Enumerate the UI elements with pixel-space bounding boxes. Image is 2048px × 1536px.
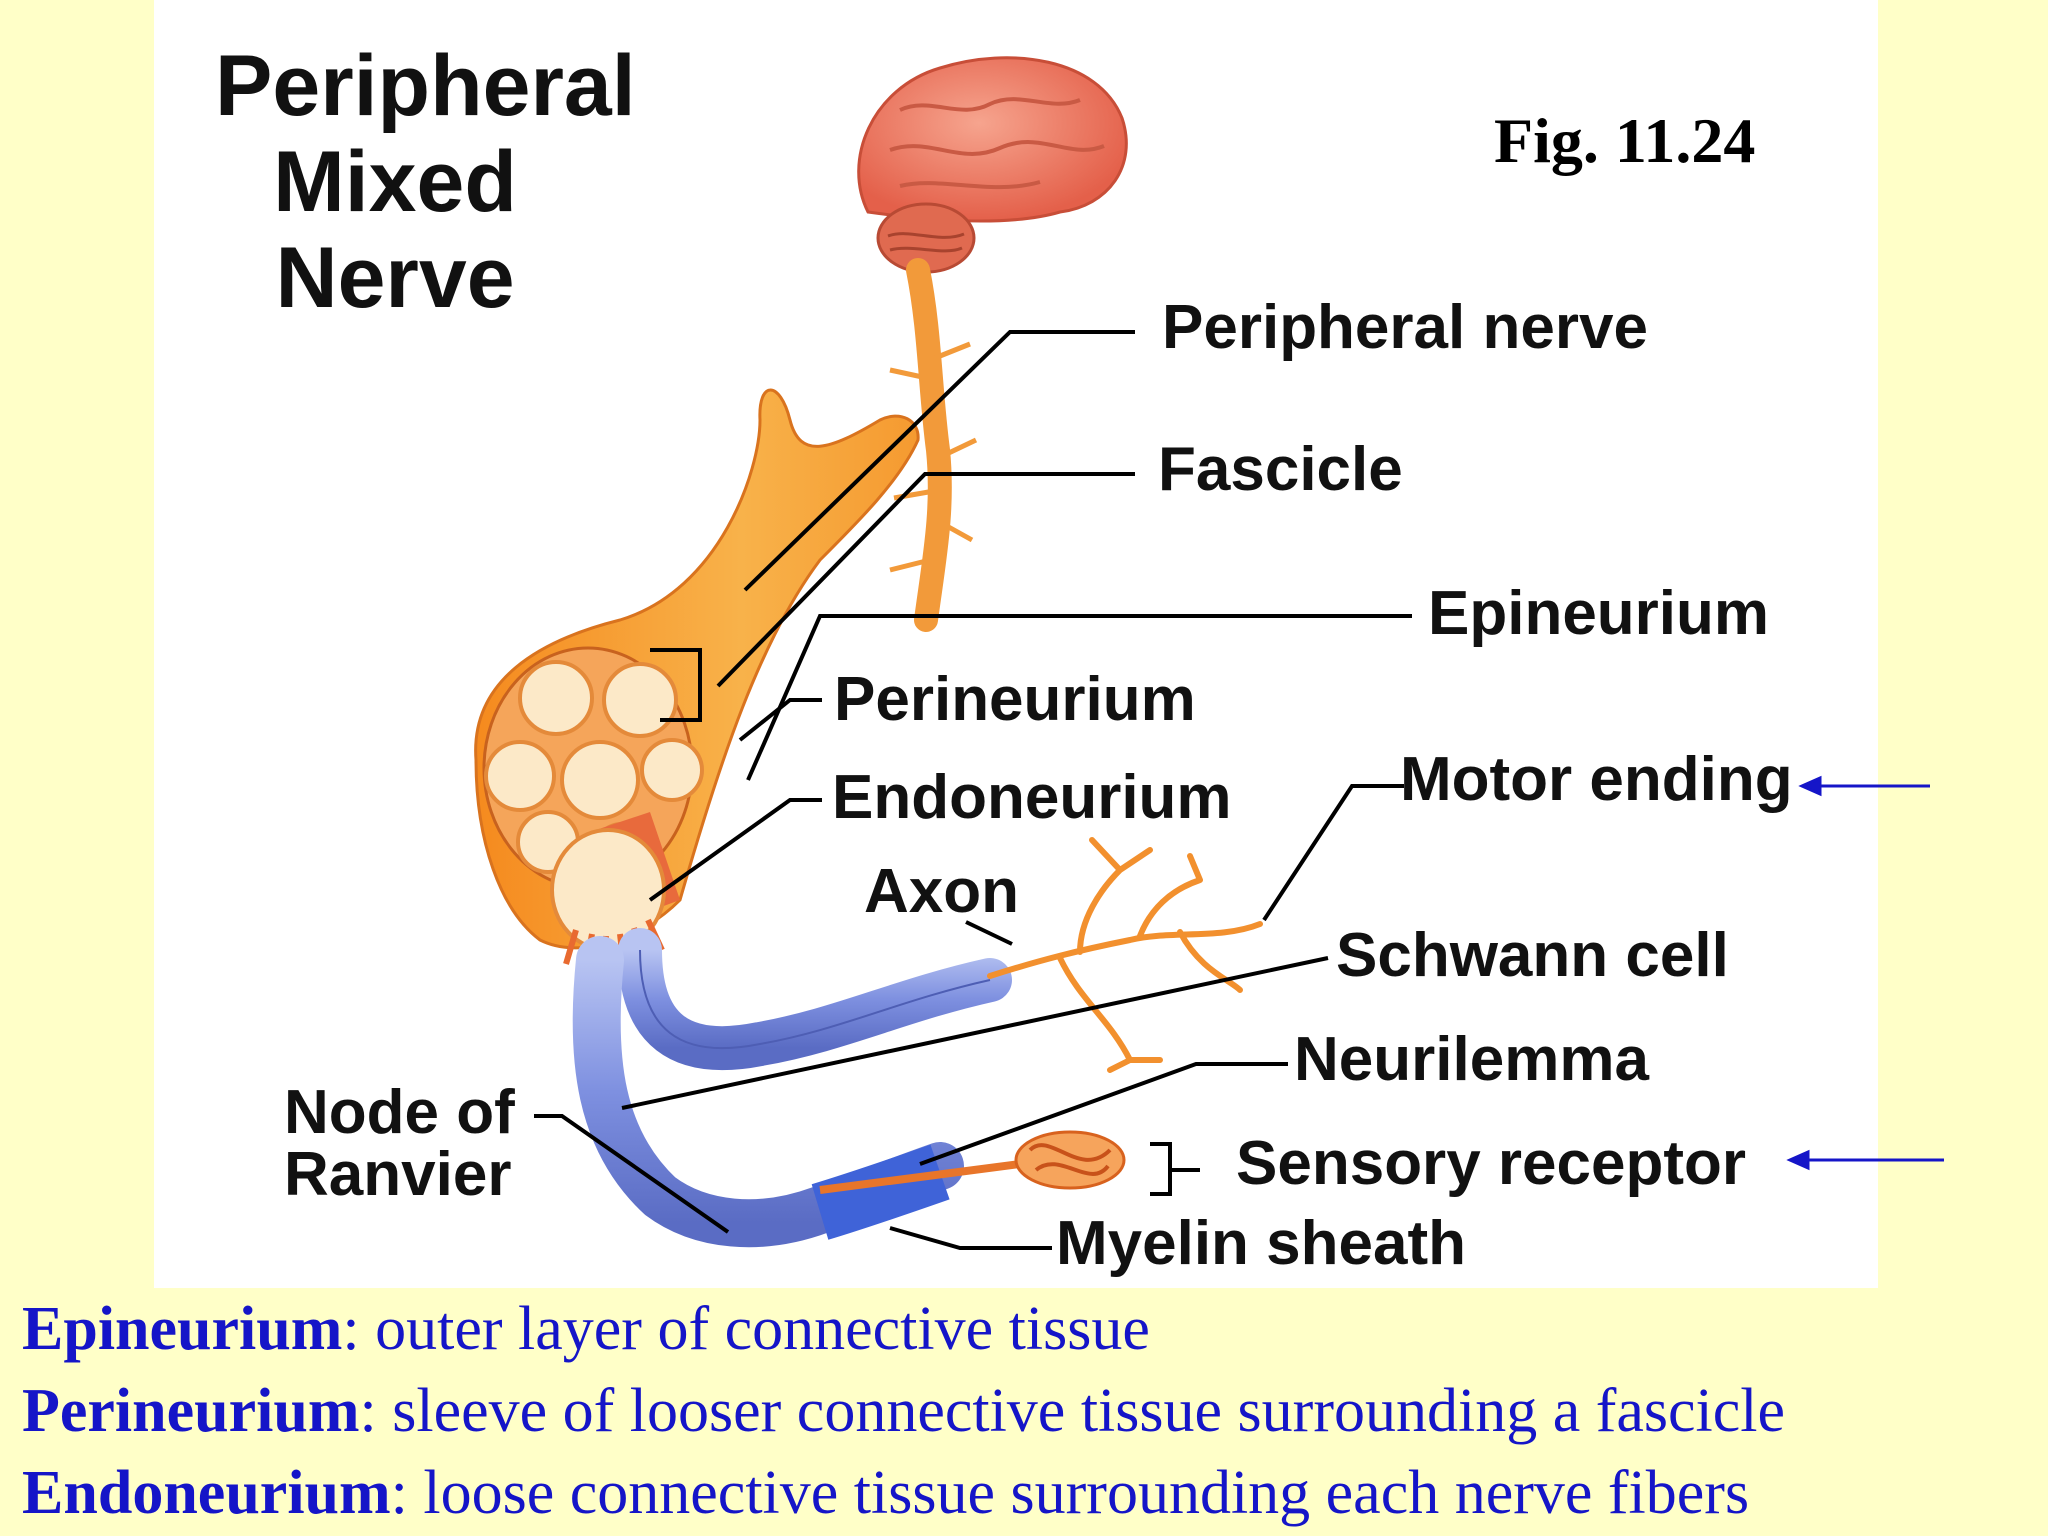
title-line-1: Peripheral	[215, 38, 636, 134]
label-axon: Axon	[864, 857, 1019, 926]
definition-perineurium: Perineurium: sleeve of looser connective…	[22, 1370, 2032, 1452]
label-perineurium: Perineurium	[834, 665, 1196, 734]
definition-text: : sleeve of looser connective tissue sur…	[359, 1377, 1786, 1445]
label-node-of-ranvier-line-1: Node of	[284, 1078, 515, 1147]
nerve-branches	[889, 341, 978, 573]
figure-reference: Fig. 11.24	[1494, 105, 1756, 176]
label-motor-ending: Motor ending	[1400, 745, 1793, 814]
arrow-sensory-receptor-head	[1786, 1149, 1810, 1171]
label-peripheral-nerve: Peripheral nerve	[1162, 293, 1648, 362]
definition-endoneurium: Endoneurium: loose connective tissue sur…	[22, 1452, 2032, 1534]
label-neurilemma: Neurilemma	[1294, 1025, 1649, 1094]
label-fascicle: Fascicle	[1158, 435, 1403, 504]
definition-term: Endoneurium	[22, 1459, 391, 1527]
fascicle-stub	[550, 812, 680, 973]
definition-text: : outer layer of connective tissue	[342, 1295, 1150, 1363]
leader-lines	[534, 330, 1412, 1250]
definition-term: Epineurium	[22, 1295, 343, 1363]
title-line-2: Mixed Nerve	[273, 134, 517, 326]
label-schwann-cell: Schwann cell	[1336, 921, 1729, 990]
definition-epineurium: Epineurium: outer layer of connective ti…	[22, 1288, 2032, 1370]
arrow-motor-ending-head	[1798, 775, 1822, 797]
definition-text: : loose connective tissue surrounding ea…	[390, 1459, 1750, 1527]
definition-term: Perineurium	[22, 1377, 360, 1445]
label-epineurium: Epineurium	[1428, 579, 1770, 648]
label-node-of-ranvier: Node of Ranvier	[284, 1082, 515, 1206]
motor-ending-branches	[987, 837, 1263, 1073]
label-node-of-ranvier-line-2: Ranvier	[284, 1140, 512, 1209]
arrows	[1786, 775, 1944, 1171]
label-myelin-sheath: Myelin sheath	[1056, 1209, 1466, 1278]
spinal-nerve-trunk	[906, 258, 952, 632]
brain-shape	[857, 56, 1128, 274]
label-sensory-receptor: Sensory receptor	[1236, 1129, 1746, 1198]
sensory-receptor-shape	[819, 1130, 1126, 1194]
diagram-title: Peripheral Mixed Nerve	[215, 38, 636, 326]
label-endoneurium: Endoneurium	[832, 763, 1232, 832]
definitions-list: Epineurium: outer layer of connective ti…	[22, 1288, 2032, 1534]
axon-upper	[618, 928, 1012, 1071]
